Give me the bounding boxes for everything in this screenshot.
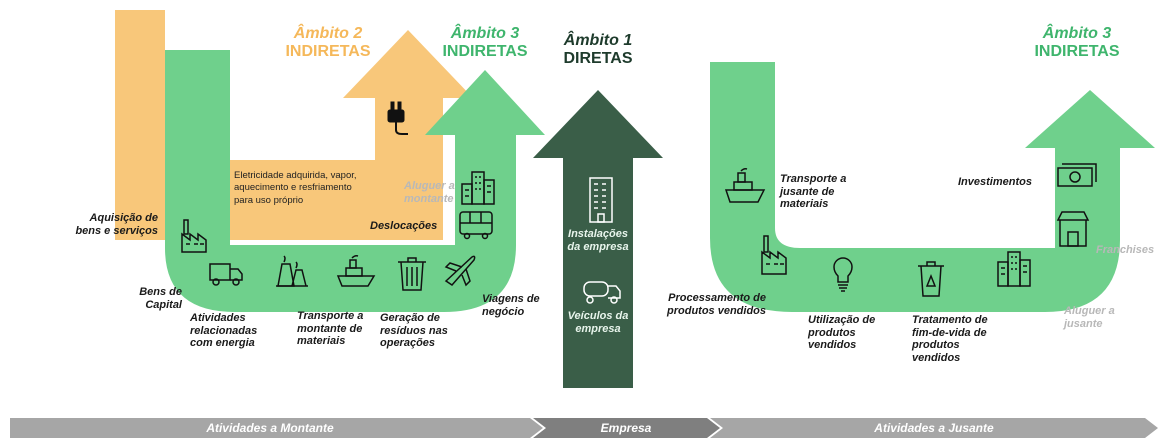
ambito1-subtitle: DIRETAS (563, 50, 633, 68)
bottom-bar-empresa-shape (533, 418, 720, 438)
viagens-label: Viagens de negócio (482, 293, 540, 318)
residuos-label: Geração de resíduos nas operações (380, 312, 448, 350)
atividades-energia-label: Atividades relacionadas com energia (190, 312, 258, 350)
ambito3-right-title: Âmbito 3 (1042, 25, 1112, 42)
ambito3-left-title: Âmbito 3 (450, 25, 520, 42)
transporte-jusante-label: Transporte a jusante de materiais (780, 173, 847, 211)
ambito3-right-subtitle: INDIRETAS (1034, 43, 1120, 61)
city-buildings-icon (997, 251, 1031, 287)
trash-bin-icon (398, 257, 426, 291)
instalacoes-label: Instalações da empresa (567, 228, 629, 253)
ambito1-title: Âmbito 1 (563, 32, 633, 49)
city-buildings-icon (461, 171, 495, 205)
tratamento-label: Tratamento de fim-de-vida de produtos ve… (912, 314, 988, 364)
truck-icon (209, 263, 243, 286)
bottom-bar-empresa: Empresa (600, 421, 652, 435)
franchises-label: Franchises (1096, 244, 1155, 256)
eletricidade-label: Eletricidade adquirida, vapor, aquecimen… (234, 170, 357, 206)
store-icon (1056, 211, 1090, 247)
money-icon (1057, 163, 1097, 187)
ship-icon (336, 255, 376, 287)
factory-icon (181, 219, 207, 253)
tank-truck-icon (583, 281, 621, 304)
plug-icon (387, 101, 408, 135)
scope3-downstream-green-arrow (710, 62, 1155, 312)
bottom-bar-jusante-shape (710, 418, 1158, 438)
aquisicao-label: Aquisição de bens e serviços (75, 212, 158, 237)
airplane-icon (444, 255, 476, 287)
ship-icon (724, 168, 766, 203)
veiculos-label: Veículos da empresa (567, 310, 629, 335)
office-building-icon (589, 177, 613, 223)
ambito2-subtitle: INDIRETAS (285, 43, 371, 61)
bottom-bar-jusante: Atividades a Jusante (874, 421, 994, 435)
scope3-upstream-green-arrow (165, 50, 545, 312)
aluguer-jusante-label: Aluguer a jusante (1064, 305, 1115, 330)
recycle-bin-icon (918, 261, 944, 297)
utilizacao-label: Utilização de produtos vendidos (808, 314, 876, 352)
ambito3-right-header: Âmbito 3 INDIRETAS (1022, 25, 1132, 62)
transporte-montante-label: Transporte a montante de materiais (297, 310, 364, 348)
scope1-dark-arrow (533, 90, 663, 388)
ambito2-header: Âmbito 2 INDIRETAS (268, 25, 388, 62)
power-plant-icon (276, 255, 308, 287)
aluguer-montante-label: Aluguer a montante (404, 180, 455, 205)
deslocacoes-label: Deslocações (370, 220, 438, 232)
bottom-bar-montante: Atividades a Montante (206, 421, 334, 435)
light-bulb-icon (833, 257, 853, 292)
bottom-bar-montante-shape (10, 418, 543, 438)
processamento-label: Processamento de produtos vendidos (667, 292, 766, 317)
ambito1-header: Âmbito 1 DIRETAS (548, 32, 648, 69)
ambito3-left-header: Âmbito 3 INDIRETAS (430, 25, 540, 62)
bus-icon (459, 211, 493, 240)
bens-capital-label: Bens de Capital (139, 286, 182, 311)
ambito3-left-subtitle: INDIRETAS (442, 43, 528, 61)
investimentos-label: Investimentos (958, 176, 1032, 188)
ambito2-title: Âmbito 2 (293, 25, 363, 42)
factory-icon (761, 235, 787, 275)
